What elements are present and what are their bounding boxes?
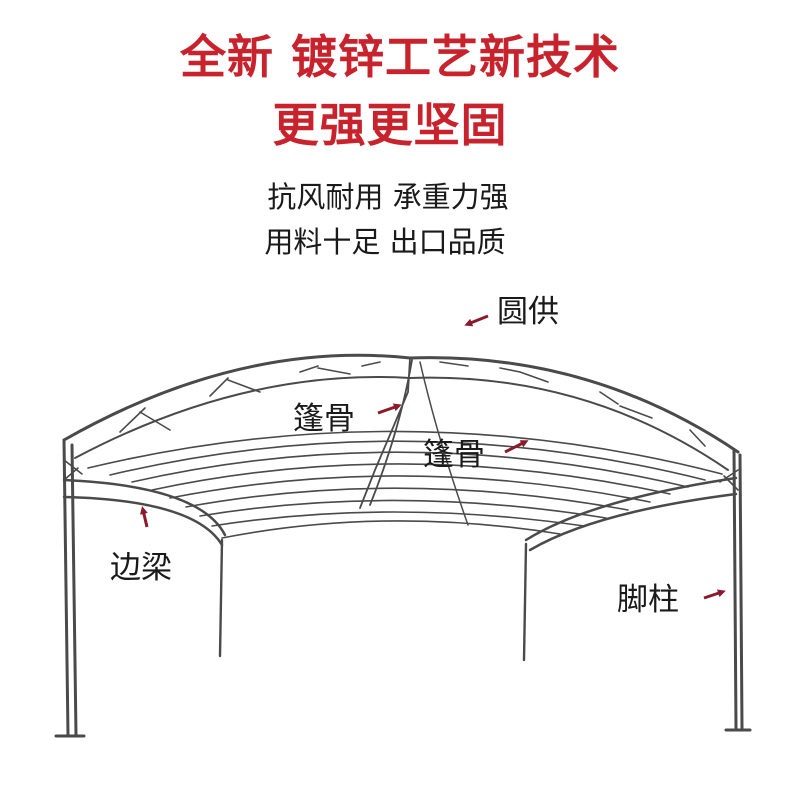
top-arch-inner [74, 376, 729, 471]
label-arch: 圆供 [497, 294, 559, 330]
center-ridge-right [419, 361, 469, 526]
rib-arc-3 [131, 451, 689, 488]
arrow-leg-post [703, 589, 726, 600]
headline-primary: 全新 镀锌工艺新技术 [179, 30, 620, 84]
center-ridge [359, 357, 413, 509]
leg-back-right [522, 542, 528, 662]
leg-front-right [732, 448, 744, 730]
rib-arc-1 [87, 430, 723, 475]
top-arch-outer [62, 353, 740, 454]
rib-arc-6 [185, 487, 629, 511]
arrow-rib-left [377, 403, 402, 415]
label-leg-post: 脚柱 [617, 582, 679, 618]
feature-line-1: 抗风耐用 承重力强 [267, 180, 509, 214]
headline-secondary: 更强更坚固 [272, 98, 508, 152]
top-arch-truss [119, 361, 706, 447]
rib-arc-8 [211, 511, 585, 527]
arrow-rib-right [504, 440, 529, 454]
feature-line-2: 用料十足 出口品质 [264, 225, 506, 259]
arrow-arch [464, 314, 489, 327]
label-rib-right: 篷骨 [423, 437, 485, 473]
frame-structure [54, 353, 752, 738]
leg-front-left [62, 438, 78, 737]
rib-arc-2 [109, 440, 706, 481]
rib-arc-7 [199, 499, 607, 519]
rib-arc-4 [151, 463, 671, 495]
rib-arc-9 [221, 520, 561, 539]
arrow-edge-beam [140, 506, 149, 528]
label-edge-beam: 边梁 [110, 550, 172, 586]
label-rib-left: 篷骨 [293, 401, 355, 437]
bracket-right [719, 469, 739, 491]
rib-arc-5 [169, 475, 651, 503]
bracket-left [63, 459, 83, 481]
leg-back-left [218, 538, 224, 658]
callout-arrows [140, 314, 726, 600]
edge-beam-right [524, 476, 738, 552]
